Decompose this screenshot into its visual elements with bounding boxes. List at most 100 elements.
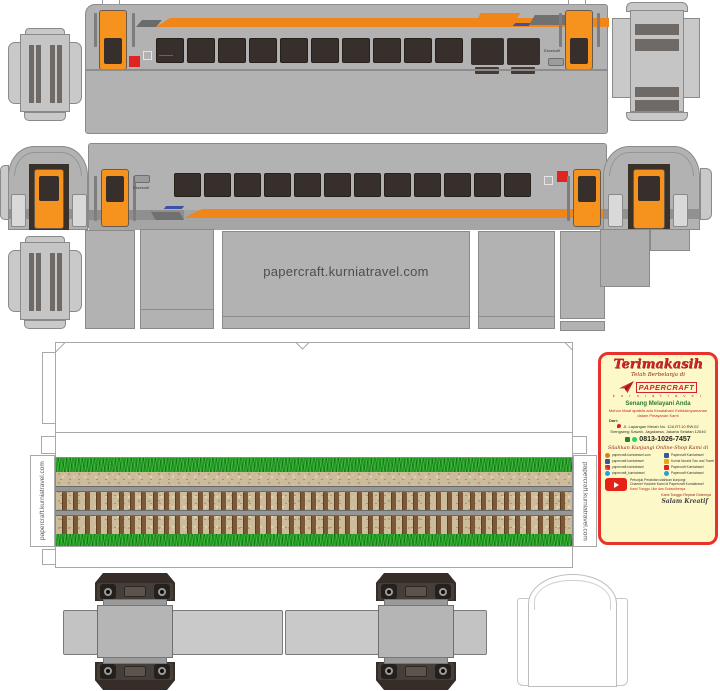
fold-line [479, 316, 554, 317]
wheel-hub [385, 587, 393, 596]
door-handle-rail [567, 176, 570, 221]
livery-orange-stripe [156, 18, 609, 27]
track-sleeper [254, 492, 260, 542]
social-label: papercraft.kurniatravel [612, 465, 644, 469]
train-window [156, 38, 184, 63]
track-sleeper [458, 492, 464, 542]
card-subtitle: Telah Berbelanja di [630, 372, 686, 378]
gangway-stripe [635, 87, 679, 97]
track-sleeper [481, 492, 487, 542]
track-sleeper [401, 492, 407, 542]
card-title: Terimakasih [613, 357, 703, 372]
website-text: papercraft.kurniatravel.com [263, 264, 429, 279]
roof-flap [140, 229, 214, 329]
door-handle-rail [559, 13, 562, 47]
window-row [174, 173, 531, 197]
door-window [104, 38, 122, 64]
cab-glue-tab [700, 168, 712, 220]
card-apology-1: Mohon Maaf apabila ada Kesalahan/ Ketida… [608, 408, 708, 413]
train-window [174, 173, 201, 197]
grass-strip [56, 458, 572, 472]
phone-number: 0813-1026-7457 [639, 436, 691, 443]
track-sleeper [231, 492, 237, 542]
underframe-dark-segment [89, 210, 184, 220]
location-pin-icon [617, 424, 622, 428]
bogie-wheel [435, 664, 451, 679]
instagram-icon [605, 465, 610, 470]
cap-glue-tab [24, 112, 66, 121]
brand-logo: PAPERCRAFT [605, 381, 711, 393]
sleeper-row [62, 492, 566, 542]
class-label: Eksekutif [544, 48, 561, 53]
whatsapp-icon [632, 437, 638, 442]
gangway-stripe [29, 253, 34, 311]
gangway-stripe [57, 253, 62, 311]
train-window [311, 38, 339, 63]
track-sleeper [95, 492, 101, 542]
track-sleeper [129, 492, 135, 542]
door-handle-rail [94, 13, 97, 47]
gangway-stripe [57, 45, 62, 103]
cab-side-panel [72, 194, 87, 227]
train-door [99, 10, 127, 70]
roof-flap-overlap [600, 229, 650, 287]
wheel-hub [439, 587, 447, 596]
box-top-flap [55, 342, 573, 433]
box-fold-band [55, 432, 573, 458]
track-sleeper [197, 492, 203, 542]
cab-side-panel [11, 194, 26, 227]
bogie-base [378, 605, 454, 658]
youtube-note-1: Petunjuk Perakitan silahkan kunjungi [630, 478, 686, 483]
shop-heading: Silahkan Kunjungi Online-Shop Kami di [607, 445, 709, 451]
track-sleeper [243, 492, 249, 542]
wheel-hub [104, 668, 112, 676]
brand-subname: k u r n i a t r a v e l [612, 393, 704, 398]
wheelset [378, 583, 454, 600]
youtube-note: Petunjuk Perakitan silahkan kunjungi Cha… [630, 478, 704, 491]
bogie-connector [384, 657, 448, 664]
facebook-icon [605, 459, 610, 464]
bogie-sideframe [95, 573, 175, 601]
bogie-glue-arm [63, 610, 98, 655]
track-sleeper [367, 492, 373, 542]
fold-line [223, 316, 469, 317]
cap-glue-tab [24, 320, 66, 329]
bogie-wheel [435, 584, 451, 599]
bogie-gearbox [124, 666, 146, 677]
train-window [264, 173, 291, 197]
tunnel-arch-inner-line [534, 580, 611, 610]
social-grid: papercraft.kurniatravel.com Papercraft K… [605, 453, 714, 476]
gangway-stripe [635, 24, 679, 35]
cab-side-panel [608, 194, 623, 227]
door-handle-rail [597, 13, 600, 47]
gangway-stripe [635, 100, 679, 111]
card-apology-2: dalam Pelayanan Kami [637, 413, 679, 418]
tunnel-arch [528, 574, 617, 687]
brand-name: PAPERCRAFT [635, 381, 698, 393]
livery-dark-band [529, 15, 571, 25]
bogie-wheel [381, 664, 397, 679]
track-sleeper [526, 492, 532, 542]
train-window [342, 38, 370, 63]
livery-swoosh-blue [163, 206, 185, 209]
door-window [578, 176, 596, 202]
train-window [280, 38, 308, 63]
gangway-stripe [36, 45, 41, 103]
roof-flap [560, 231, 605, 319]
play-icon [613, 481, 619, 488]
train-window [234, 173, 261, 197]
track-sleeper [73, 492, 79, 542]
cap-face [20, 242, 70, 320]
ballast-bed [56, 472, 572, 542]
wheel-hub [158, 587, 166, 596]
track-panel [55, 457, 573, 548]
box-bottom-flap [55, 546, 573, 568]
address-label: Dari: [609, 418, 619, 423]
label-placard [544, 176, 553, 185]
gangway-stripe [50, 253, 55, 311]
door-handle-rail [133, 176, 136, 221]
bogie-glue-arm [453, 610, 487, 655]
door-window [638, 176, 660, 201]
bogie-connector [384, 599, 448, 606]
track-sleeper [299, 492, 305, 542]
